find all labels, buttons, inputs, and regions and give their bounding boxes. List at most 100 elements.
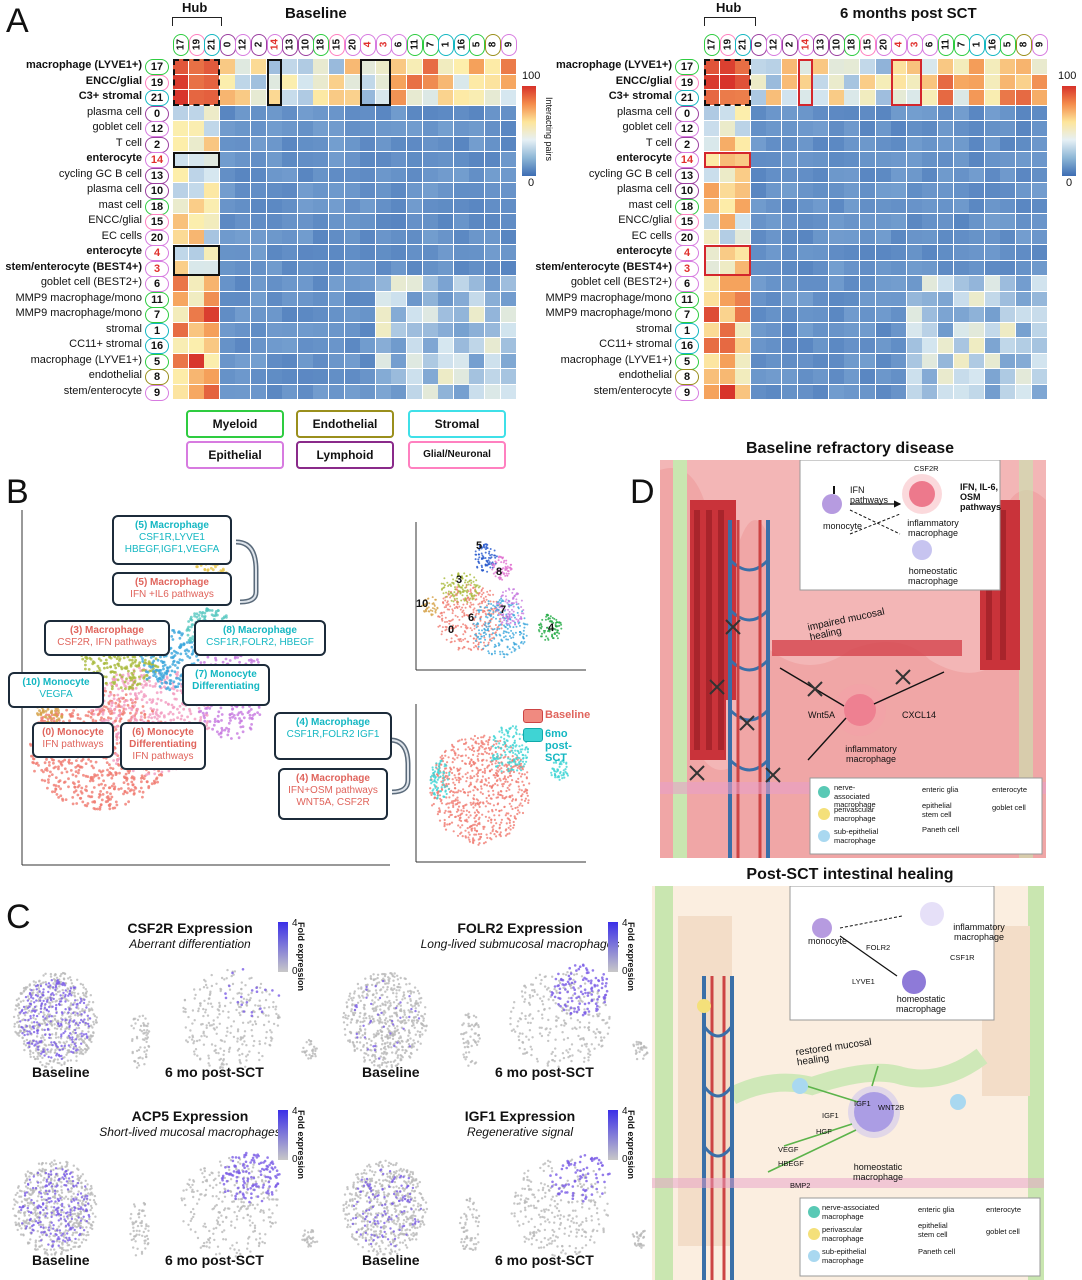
umap-point [153, 684, 157, 688]
heatmap-cell [828, 183, 844, 198]
heatmap-cell [469, 183, 485, 198]
umap-point [155, 708, 159, 712]
heatmap-cell [1016, 353, 1031, 369]
umap-point [162, 660, 166, 664]
umap-point [484, 606, 487, 609]
heatmap-cell [922, 291, 938, 307]
umap-point [473, 576, 476, 579]
heatmap-cell [391, 307, 407, 322]
heatmap-cell [797, 276, 813, 291]
heatmap-cell [297, 260, 313, 276]
heatmap-cell [391, 136, 407, 152]
heatmap-cell [235, 307, 251, 322]
umap-point [203, 661, 206, 664]
hub-highlight-box [704, 59, 751, 106]
heatmap-cell [485, 307, 500, 322]
umap-point [104, 705, 108, 709]
heatmap-cell [828, 291, 844, 307]
umap-point [424, 605, 427, 608]
umap-point [219, 706, 223, 710]
umap-point [105, 761, 109, 764]
umap-point [111, 806, 115, 810]
umap-point [520, 640, 523, 643]
heatmap-cell [453, 322, 469, 338]
heatmap-cell [750, 338, 766, 353]
umap-point [474, 558, 477, 561]
umap-point [475, 829, 479, 832]
umap-point [553, 628, 556, 630]
umap-point [179, 652, 183, 656]
umap-point [97, 707, 100, 711]
heatmap-cell [860, 152, 875, 167]
heatmap-cell [922, 198, 938, 214]
umap-point [453, 591, 456, 594]
umap-point [112, 694, 116, 697]
umap-point [481, 746, 484, 749]
umap-point [423, 610, 425, 612]
heatmap-cell [313, 276, 329, 291]
heatmap-cell [375, 90, 391, 105]
heatmap-cell [844, 152, 860, 167]
heatmap-cell [407, 198, 422, 214]
heatmap-cell [469, 121, 485, 136]
umap-point [45, 758, 48, 761]
heatmap-cell [360, 198, 376, 214]
heatmap-cell [422, 260, 438, 276]
umap-point [117, 662, 120, 666]
umap-point [480, 752, 483, 755]
umap-point [199, 716, 203, 719]
umap-point [199, 661, 203, 664]
heatmap-cell [235, 384, 251, 400]
umap-point [509, 828, 512, 831]
umap-point [85, 804, 89, 808]
umap-point [208, 707, 212, 710]
umap-point [173, 631, 176, 634]
umap-point [456, 615, 459, 618]
heatmap-cell [173, 322, 188, 338]
umap-point [460, 625, 463, 628]
umap-point [131, 699, 135, 702]
heatmap-cell [906, 338, 922, 353]
umap-point [143, 658, 147, 662]
umap-point [517, 619, 520, 622]
umap-point [450, 640, 453, 643]
umap-point [487, 600, 490, 603]
heatmap-cell [1000, 136, 1016, 152]
umap-point [463, 572, 466, 575]
heatmap-cell [1016, 167, 1031, 183]
umap-point [501, 594, 503, 597]
heatmap-cell [891, 307, 907, 322]
heatmap-cell [906, 353, 922, 369]
heatmap-cell [797, 167, 813, 183]
umap-point [154, 711, 158, 714]
umap-point [489, 594, 491, 597]
umap-point [108, 807, 112, 811]
heatmap-cell [860, 214, 875, 229]
row-id-pill: 6 [145, 276, 169, 292]
row-label: plasma cell [616, 183, 672, 195]
umap-point [541, 618, 544, 621]
umap-point [515, 625, 518, 628]
umap-point [493, 833, 496, 836]
heatmap-cell [266, 245, 282, 260]
umap-point [488, 816, 491, 819]
umap-point [510, 805, 513, 808]
heatmap-cell [313, 353, 329, 369]
umap-point [444, 754, 447, 757]
umap-point [441, 630, 444, 633]
umap-point [168, 679, 172, 682]
umap-point [512, 605, 515, 608]
heatmap-cell [251, 322, 266, 338]
umap-point [111, 685, 114, 688]
heatmap-cell [438, 338, 454, 353]
umap-point [498, 764, 501, 767]
heatmap-cell [251, 384, 266, 400]
heatmap-cell [938, 260, 953, 276]
heatmap-cell [969, 198, 985, 214]
umap-point [187, 620, 191, 623]
row-id-pill: 21 [675, 90, 699, 106]
heatmap-cell [782, 276, 797, 291]
umap-point [183, 718, 186, 722]
heatmap-cell [375, 136, 391, 152]
